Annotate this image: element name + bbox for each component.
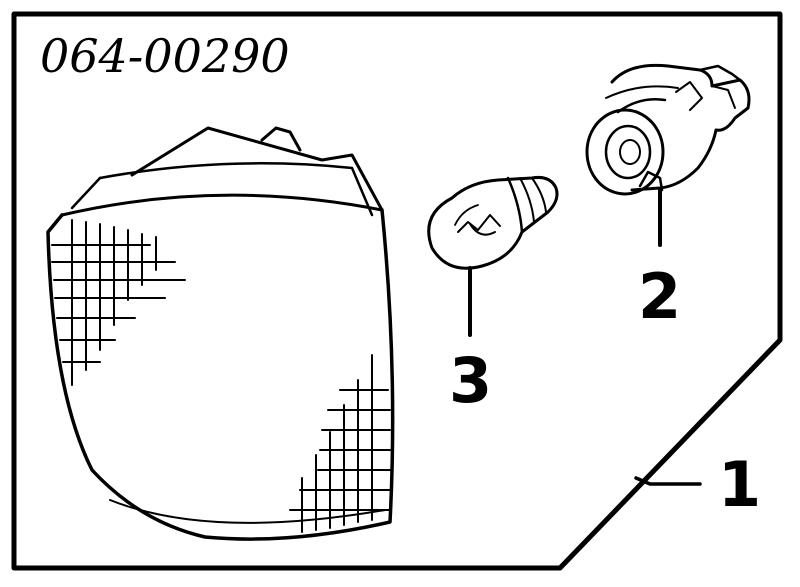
bulb-socket <box>585 63 751 196</box>
lens-grid-lower-right <box>289 354 391 533</box>
callout-number-3: 3 <box>449 344 492 417</box>
lens-grid-upper-left <box>51 219 186 386</box>
leader-line-1 <box>634 476 702 486</box>
part-code: 064-00290 <box>40 29 290 83</box>
diagram-frame <box>11 11 783 571</box>
corner-lamp-housing <box>46 126 395 541</box>
callout-number-2: 2 <box>638 260 681 333</box>
bulb <box>427 176 559 270</box>
callout-number-1: 1 <box>718 448 761 521</box>
